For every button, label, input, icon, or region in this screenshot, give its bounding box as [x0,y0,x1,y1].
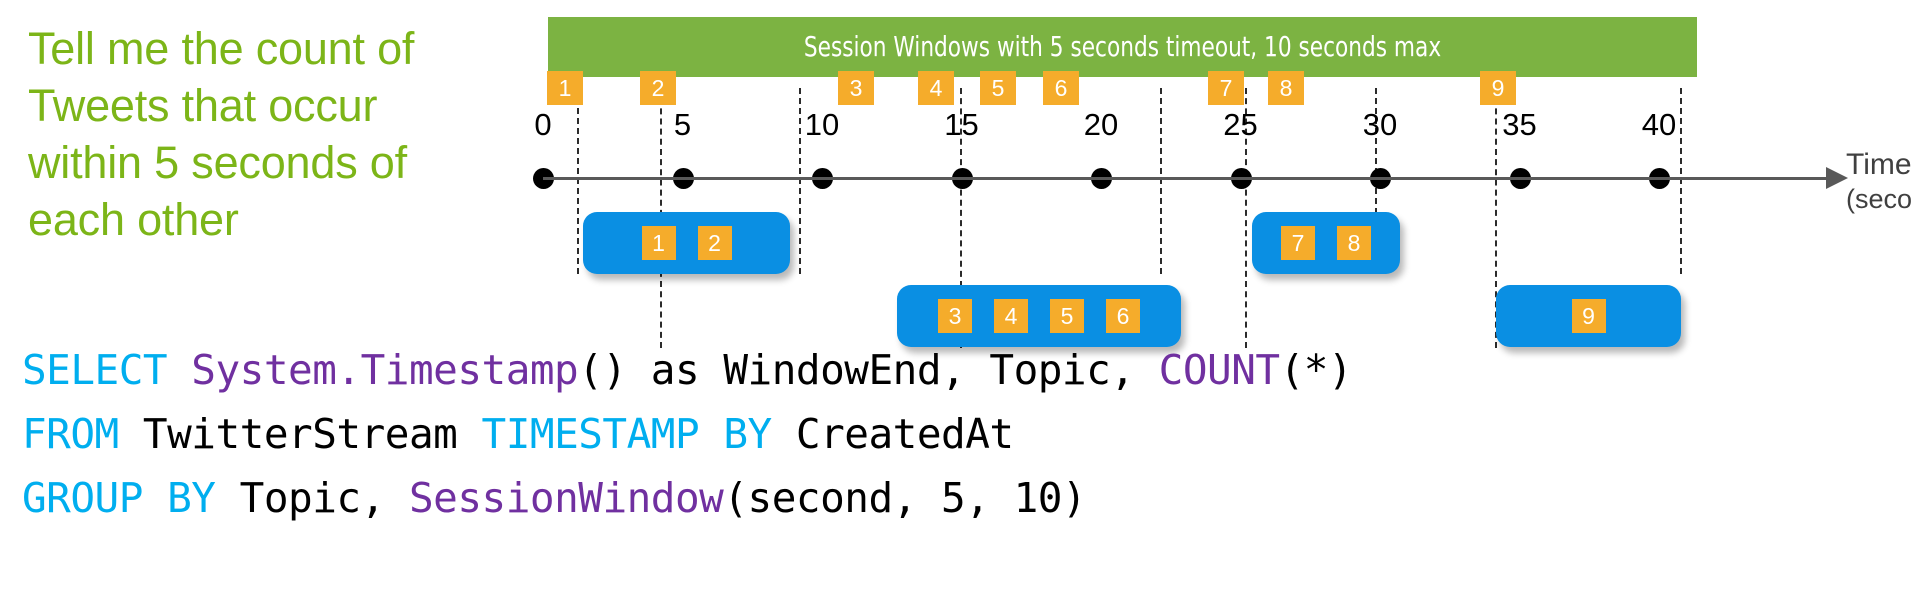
session-window-banner: Session Windows with 5 seconds timeout, … [548,17,1697,77]
sql-token-fn: COUNT [1158,346,1280,394]
session-1-event-badge-1: 1 [641,226,676,260]
sql-token-fn: SessionWindow [408,474,724,522]
time-axis-line [543,177,1833,180]
session-boundary-line [1160,88,1162,274]
axis-tick-label-5: 5 [673,107,692,142]
event-badge-3: 3 [838,71,874,105]
prompt-question-text: Tell me the count of Tweets that occur w… [28,23,415,245]
sql-token-fn: System.Timestamp [191,346,579,394]
session-boundary-line [1680,88,1682,274]
sql-line-3: GROUP BY Topic, SessionWindow(second, 5,… [22,466,1352,530]
sql-token-pl: CreatedAt [771,410,1014,458]
session-3-event-badge-7: 7 [1281,226,1315,260]
event-badge-4: 4 [918,71,954,105]
session-4-event-badge-9: 9 [1571,299,1606,333]
event-badge-1: 1 [547,71,583,105]
session-boundary-line [1245,88,1247,348]
session-2-event-badge-5: 5 [1050,299,1084,333]
axis-tick-label-35: 35 [1502,107,1537,142]
time-axis-arrow-icon [1826,167,1848,189]
sql-token-pl: TwitterStream [118,410,482,458]
time-axis-label: Time (second) [1846,148,1912,216]
axis-tick-label-0: 0 [534,107,552,142]
sql-token-pl: (second, 5, 10) [723,474,1087,522]
sql-token-pl [167,346,191,394]
axis-tick-label-10: 10 [804,107,840,142]
axis-tick-label-30: 30 [1362,107,1398,142]
axis-tick-label-25: 25 [1223,107,1258,142]
sql-line-1: SELECT System.Timestamp() as WindowEnd, … [22,338,1353,402]
session-boundary-line [577,88,579,274]
session-2-event-badge-4: 4 [994,299,1028,333]
sql-token-pl: (*) [1279,346,1353,394]
session-2-event-badge-6: 6 [1106,299,1140,333]
sql-token-kw: TIMESTAMP BY [481,410,773,458]
sql-token-kw: FROM [22,410,119,458]
session-1-event-badge-2: 2 [697,226,732,260]
sql-token-kw: GROUP BY [22,474,216,522]
session-2-event-badge-3: 3 [938,299,972,333]
session-boundary-line [960,88,962,348]
event-badge-5: 5 [980,71,1016,105]
axis-tick-label-15: 15 [944,107,979,142]
sql-line-2: FROM TwitterStream TIMESTAMP BY CreatedA… [22,402,1352,466]
session-window-banner-label: Session Windows with 5 seconds timeout, … [803,30,1442,63]
event-badge-6: 6 [1043,71,1079,105]
session-boundary-line [1495,88,1497,348]
axis-tick-label-40: 40 [1641,107,1677,142]
time-axis-label-unit: (second) [1846,184,1912,214]
sql-token-kw: SELECT [22,346,168,394]
sql-token-pl: Topic, [215,474,409,522]
session-window-diagram: Session Windows with 5 seconds timeout, … [533,17,1912,348]
event-badge-9: 9 [1480,71,1516,105]
session-4-box: 9 [1496,285,1681,347]
axis-tick-label-20: 20 [1083,107,1119,142]
sql-query-block: SELECT System.Timestamp() as WindowEnd, … [22,338,1353,530]
event-badge-7: 7 [1208,71,1244,105]
sql-token-pl: () as WindowEnd, Topic, [578,346,1159,394]
session-boundary-line [799,88,801,274]
event-badge-8: 8 [1268,71,1304,105]
session-3-event-badge-8: 8 [1337,226,1371,260]
time-axis-label-main: Time [1846,148,1912,181]
event-badge-2: 2 [640,71,676,105]
